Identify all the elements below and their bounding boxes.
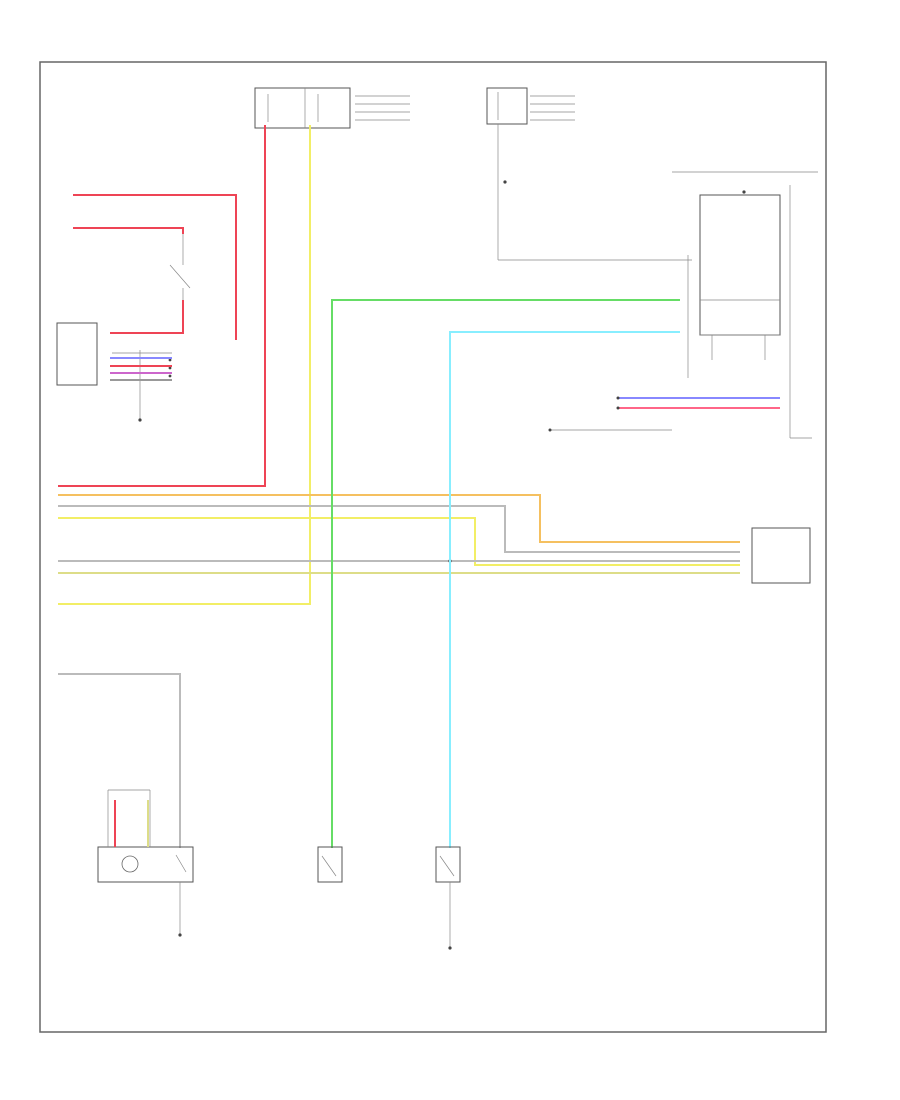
control-unit-right [672, 171, 818, 439]
switch-component-right [435, 846, 461, 950]
module-lower-right [751, 527, 811, 584]
green-wire [331, 299, 680, 848]
switch-component-center [317, 846, 343, 883]
switch-component-left [97, 789, 194, 937]
relay-block-left [56, 234, 191, 422]
cyan-wire [449, 331, 680, 848]
fuse-block-top-center [486, 87, 692, 261]
yellow-wires [58, 125, 740, 605]
red-wires [58, 125, 266, 487]
gray-wires [58, 505, 740, 848]
diagram-frame [39, 61, 827, 1033]
right-side-leads [548, 396, 780, 432]
orange-wire [58, 494, 740, 543]
fuse-block-top-left [254, 87, 410, 129]
